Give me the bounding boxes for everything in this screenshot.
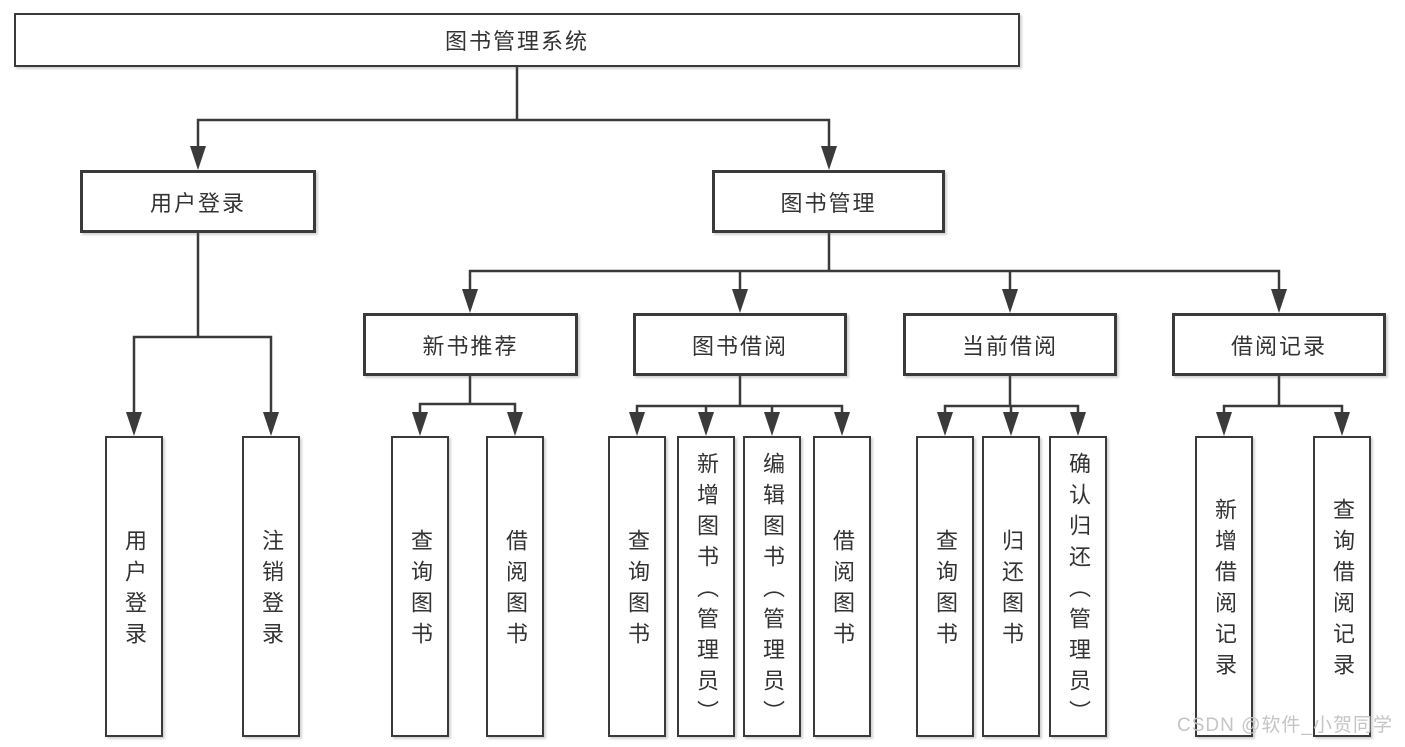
node-label-leaf-query-borrow-rec: 查询借阅记录 bbox=[1330, 498, 1355, 684]
node-label-borrowing-records: 借阅记录 bbox=[1230, 333, 1327, 359]
node-current-borrowing: 当前借阅 bbox=[903, 313, 1117, 376]
arrowhead-icon bbox=[629, 412, 645, 436]
node-leaf-query-book-1: 查询图书 bbox=[391, 436, 449, 737]
node-book-borrowing: 图书借阅 bbox=[633, 313, 847, 376]
arrowhead-icon bbox=[821, 146, 837, 170]
node-leaf-add-borrow-rec: 新增借阅记录 bbox=[1195, 436, 1253, 737]
node-label-leaf-add-borrow-rec: 新增借阅记录 bbox=[1212, 498, 1237, 684]
connector-root-split bbox=[196, 65, 831, 154]
arrowhead-icon bbox=[1003, 412, 1019, 436]
node-label-user-login: 用户登录 bbox=[149, 190, 246, 216]
node-leaf-logout: 注销登录 bbox=[242, 436, 300, 737]
node-leaf-edit-book-admin: 编辑图书（管理员） bbox=[743, 436, 801, 737]
node-label-leaf-user-login: 用户登录 bbox=[122, 529, 147, 653]
node-label-book-management: 图书管理 bbox=[780, 190, 877, 216]
node-system-root: 图书管理系统 bbox=[14, 13, 1020, 67]
connector-book-mgmt-split bbox=[468, 231, 1281, 297]
arrowhead-icon bbox=[263, 412, 279, 436]
node-label-system-root: 图书管理系统 bbox=[444, 29, 589, 54]
node-user-login: 用户登录 bbox=[80, 170, 316, 233]
connector-book-borrow-split bbox=[635, 374, 844, 420]
node-leaf-query-book-2: 查询图书 bbox=[608, 436, 666, 737]
node-label-leaf-add-book-admin: 新增图书（管理员） bbox=[694, 451, 719, 731]
node-leaf-return-book: 归还图书 bbox=[982, 436, 1040, 737]
arrowhead-icon bbox=[190, 146, 206, 170]
node-label-book-borrowing: 图书借阅 bbox=[691, 333, 788, 359]
arrowhead-icon bbox=[937, 412, 953, 436]
node-new-book-recommend: 新书推荐 bbox=[363, 313, 578, 376]
node-label-leaf-query-book-2: 查询图书 bbox=[625, 529, 650, 653]
node-label-leaf-confirm-return: 确认归还（管理员） bbox=[1066, 451, 1091, 731]
arrowhead-icon bbox=[698, 412, 714, 436]
connector-user-login-split bbox=[132, 231, 273, 420]
arrowhead-icon bbox=[1070, 412, 1086, 436]
connector-current-borrow-split bbox=[943, 374, 1080, 420]
watermark: CSDN @软件_小贺同学 bbox=[1177, 715, 1393, 736]
node-label-leaf-query-book-1: 查询图书 bbox=[408, 529, 433, 653]
node-label-leaf-query-book-3: 查询图书 bbox=[933, 529, 958, 653]
node-label-leaf-borrow-book-2: 借阅图书 bbox=[830, 529, 855, 653]
arrowhead-icon bbox=[1002, 289, 1018, 313]
node-leaf-confirm-return: 确认归还（管理员） bbox=[1049, 436, 1107, 737]
node-leaf-borrow-book-2: 借阅图书 bbox=[813, 436, 871, 737]
node-book-management: 图书管理 bbox=[712, 170, 945, 233]
arrowhead-icon bbox=[732, 289, 748, 313]
arrowhead-icon bbox=[507, 412, 523, 436]
node-borrowing-records: 借阅记录 bbox=[1172, 313, 1386, 376]
connector-new-book-split bbox=[418, 374, 517, 420]
arrowhead-icon bbox=[834, 412, 850, 436]
arrowhead-icon bbox=[1334, 412, 1350, 436]
arrowhead-icon bbox=[1271, 289, 1287, 313]
arrowhead-icon bbox=[126, 412, 142, 436]
node-leaf-query-borrow-rec: 查询借阅记录 bbox=[1313, 436, 1371, 737]
node-label-leaf-logout: 注销登录 bbox=[259, 529, 284, 653]
arrowhead-icon bbox=[412, 412, 428, 436]
node-label-leaf-edit-book-admin: 编辑图书（管理员） bbox=[760, 451, 785, 731]
node-label-leaf-borrow-book-1: 借阅图书 bbox=[503, 529, 528, 653]
arrowhead-icon bbox=[764, 412, 780, 436]
node-label-leaf-return-book: 归还图书 bbox=[999, 529, 1024, 653]
node-label-new-book-recommend: 新书推荐 bbox=[422, 333, 519, 359]
arrowhead-icon bbox=[1216, 412, 1232, 436]
node-leaf-user-login: 用户登录 bbox=[105, 436, 163, 737]
node-leaf-query-book-3: 查询图书 bbox=[916, 436, 974, 737]
node-leaf-borrow-book-1: 借阅图书 bbox=[486, 436, 544, 737]
node-label-current-borrowing: 当前借阅 bbox=[961, 333, 1058, 359]
connector-borrow-records-split bbox=[1222, 374, 1344, 420]
node-leaf-add-book-admin: 新增图书（管理员） bbox=[677, 436, 735, 737]
arrowhead-icon bbox=[462, 289, 478, 313]
